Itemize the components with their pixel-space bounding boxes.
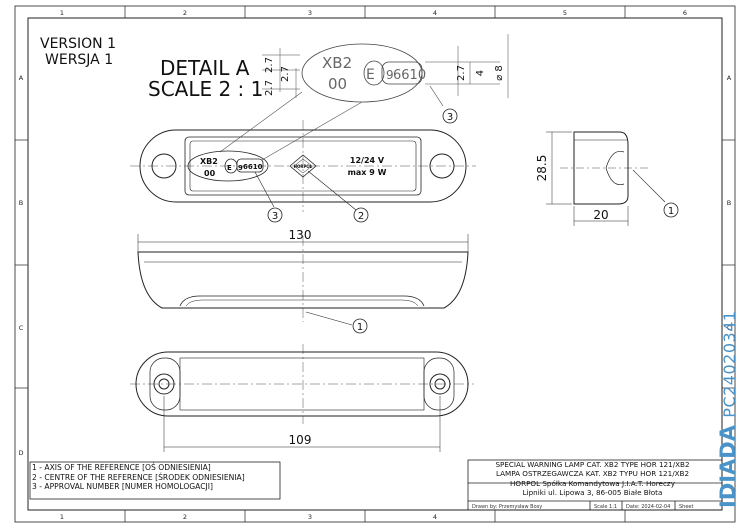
col-label-3-bottom: 3 bbox=[308, 513, 312, 521]
detail-marking bbox=[262, 34, 509, 107]
detail-scale: SCALE 2 : 1 bbox=[148, 77, 263, 101]
row-label-a-right: A bbox=[727, 74, 732, 82]
watermark-brand: IDIADA bbox=[716, 425, 740, 508]
frame-ticks bbox=[15, 6, 735, 522]
callout-1-side bbox=[663, 202, 679, 218]
note-approval: 3 - APPROVAL NUMBER [NUMER HOMOLOGACJI] bbox=[32, 482, 213, 491]
front-view bbox=[137, 234, 469, 326]
col-label-4-bottom: 4 bbox=[433, 513, 437, 521]
dim-2-7-bottom: 2.7 bbox=[264, 80, 275, 96]
bottom-view bbox=[130, 344, 474, 452]
version-label-pl: WERSJA 1 bbox=[45, 52, 113, 68]
dim-28-5: 28.5 bbox=[535, 155, 549, 182]
title-block-date: Date: 2024-02-04 bbox=[626, 504, 670, 510]
detail-title: DETAIL A bbox=[160, 56, 250, 80]
col-label-1-bottom: 1 bbox=[60, 513, 64, 521]
top-power: max 9 W bbox=[348, 168, 387, 177]
callout-1-front bbox=[352, 318, 368, 334]
callout-2-top bbox=[353, 207, 369, 223]
inner-frame bbox=[27, 17, 723, 511]
row-label-b-right: B bbox=[727, 199, 731, 207]
detail-marking-class: XB2 bbox=[322, 54, 352, 72]
note-axis: 1 - AXIS OF THE REFERENCE [OŚ ODNIESIENI… bbox=[32, 463, 211, 472]
row-label-c-right: C bbox=[727, 324, 732, 332]
top-voltage: 12/24 V bbox=[350, 156, 385, 165]
dim-2-7-mid: 2.7 bbox=[280, 66, 291, 82]
company-line-2: Lipniki ul. Lipowa 3, 86-005 Białe Błota bbox=[522, 487, 663, 497]
dim-4: 4 bbox=[475, 70, 486, 76]
dim-2-7-right: 2.7 bbox=[456, 65, 467, 81]
top-approval-number: 6610 bbox=[243, 163, 263, 171]
row-label-b: B bbox=[19, 199, 23, 207]
dim-109: 109 bbox=[289, 433, 312, 447]
col-label-3: 3 bbox=[308, 9, 312, 17]
top-view bbox=[130, 120, 476, 212]
note-centre: 2 - CENTRE OF THE REFERENCE [ŚRODEK ODNI… bbox=[32, 472, 245, 482]
callout-1-side-label: 1 bbox=[668, 206, 674, 217]
title-block-scale: Scale 1:1 bbox=[594, 504, 617, 510]
top-marking-index: 00 bbox=[204, 169, 216, 178]
top-brand-logo: HORPOL bbox=[294, 164, 313, 169]
col-label-2-bottom: 2 bbox=[183, 513, 187, 521]
detail-e-number: 9 bbox=[386, 68, 394, 82]
callout-1-front-label: 1 bbox=[357, 322, 363, 333]
title-block: SPECIAL WARNING LAMP CAT. XB2 TYPE HOR 1… bbox=[470, 460, 715, 497]
title-line-en: SPECIAL WARNING LAMP CAT. XB2 TYPE HOR 1… bbox=[495, 460, 690, 469]
company-line-1: HORPOL Spółka Komandytowa J.I.A.T. Horec… bbox=[510, 479, 675, 489]
col-label-6: 6 bbox=[683, 9, 687, 17]
callout-3-top-label: 3 bbox=[272, 211, 278, 222]
dim-phi-8: ⌀ 8 bbox=[494, 65, 505, 81]
callout-2-top-label: 2 bbox=[358, 211, 364, 222]
col-label-5: 5 bbox=[563, 9, 567, 17]
outer-frame bbox=[14, 5, 736, 523]
row-label-a: A bbox=[19, 74, 24, 82]
detail-leader-1 bbox=[219, 91, 303, 153]
watermark: IDIADA PC24020341 bbox=[716, 310, 744, 508]
title-block-sheet: Sheet bbox=[679, 504, 693, 510]
title-line-pl: LAMPA OSTRZEGAWCZA KAT. XB2 TYPU HOR 121… bbox=[495, 468, 690, 478]
top-e-number: 9 bbox=[238, 164, 243, 172]
reference-notes: 1 - AXIS OF THE REFERENCE [OŚ ODNIESIENI… bbox=[32, 463, 282, 499]
col-label-2: 2 bbox=[183, 9, 187, 17]
row-label-c: C bbox=[19, 324, 24, 332]
top-marking-class: XB2 bbox=[200, 157, 218, 166]
detail-marking-index: 00 bbox=[328, 75, 347, 93]
watermark-code: PC24020341 bbox=[720, 310, 739, 418]
dim-20: 20 bbox=[593, 208, 608, 222]
callout-3-top bbox=[267, 207, 283, 223]
row-label-d: D bbox=[18, 449, 23, 457]
detail-approval-number: 6610 bbox=[393, 68, 426, 83]
version-label: VERSION 1 bbox=[40, 36, 116, 52]
title-block-frame bbox=[467, 459, 723, 511]
dim-130: 130 bbox=[289, 228, 312, 242]
title-block-drawn-by: Drawn by: Przemysław Bosy bbox=[472, 504, 542, 510]
callout-3-detail-label: 3 bbox=[447, 112, 453, 123]
col-label-1: 1 bbox=[60, 9, 64, 17]
callout-3-detail bbox=[442, 108, 458, 124]
dim-2-7-top: 2.7 bbox=[264, 57, 275, 73]
top-e-mark: E bbox=[227, 164, 232, 172]
detail-e-mark: E bbox=[366, 67, 375, 83]
col-label-4: 4 bbox=[433, 9, 437, 17]
notes-box bbox=[29, 461, 281, 500]
side-view bbox=[546, 131, 666, 226]
detail-leader-2 bbox=[261, 101, 363, 161]
